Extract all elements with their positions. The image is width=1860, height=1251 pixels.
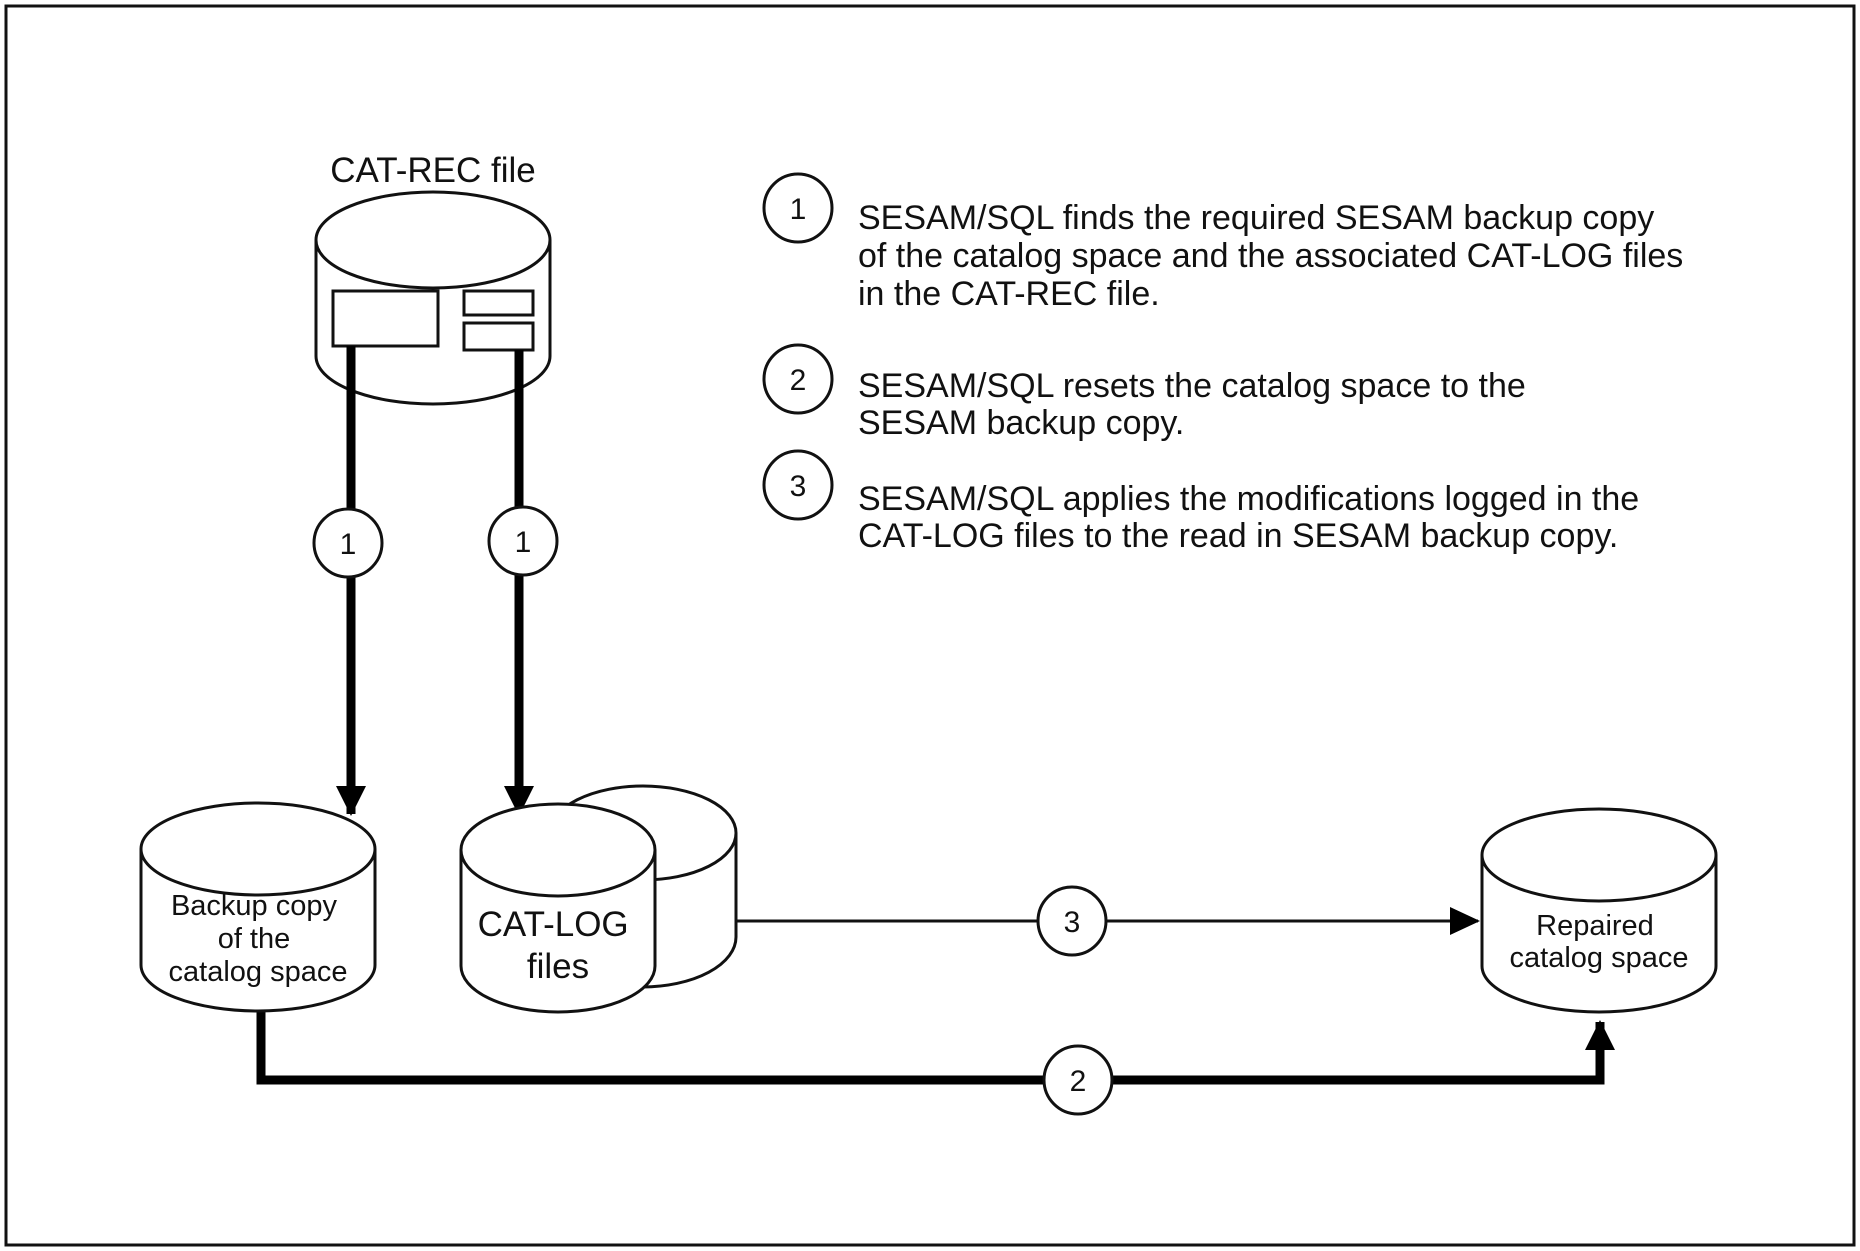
legend-text: SESAM/SQL resets the catalog space to th… [858,367,1535,442]
backup-copy-label: Backup copy of the catalog space [169,890,348,988]
legend-number-badge: 3 [762,449,834,521]
svg-text:1: 1 [515,526,532,559]
cat-rec-file-cylinder [314,190,552,406]
step-marker-1-right: 1 [487,505,559,577]
svg-text:1: 1 [790,193,807,226]
repaired-catalog-space-cylinder [1480,807,1718,1014]
cat-rec-file-label: CAT-REC file [330,151,536,190]
reset-arrow [256,1010,1615,1085]
cat-log-files-label: CAT-LOG files [478,905,639,986]
cat-rec-entry-box [331,289,440,348]
backup-copy-cylinder [139,801,377,1013]
cat-log-files-cylinders [459,784,738,1014]
diagram-frame [4,4,1856,1247]
cat-rec-entry-box [462,289,535,317]
repaired-catalog-space-label: Repaired catalog space [1510,910,1689,974]
cat-rec-entry-box [462,321,535,352]
legend-item-2: 2 SESAM/SQL resets the catalog space to … [762,343,1535,442]
legend-item-3: 3 SESAM/SQL applies the modifications lo… [762,449,1649,555]
legend-text: SESAM/SQL finds the required SESAM backu… [858,199,1693,313]
legend-item-1: 1 SESAM/SQL finds the required SESAM bac… [762,172,1693,313]
svg-text:2: 2 [790,364,807,397]
step-marker-1-left: 1 [312,507,384,579]
svg-text:3: 3 [790,470,807,503]
svg-text:1: 1 [340,528,357,561]
legend-number-badge: 1 [762,172,834,244]
legend-text: SESAM/SQL applies the modifications logg… [858,480,1649,555]
step-marker-2: 2 [1042,1044,1114,1116]
legend-number-badge: 2 [762,343,834,415]
svg-text:2: 2 [1070,1065,1087,1098]
step-marker-3: 3 [1036,885,1108,957]
svg-text:3: 3 [1064,906,1081,939]
